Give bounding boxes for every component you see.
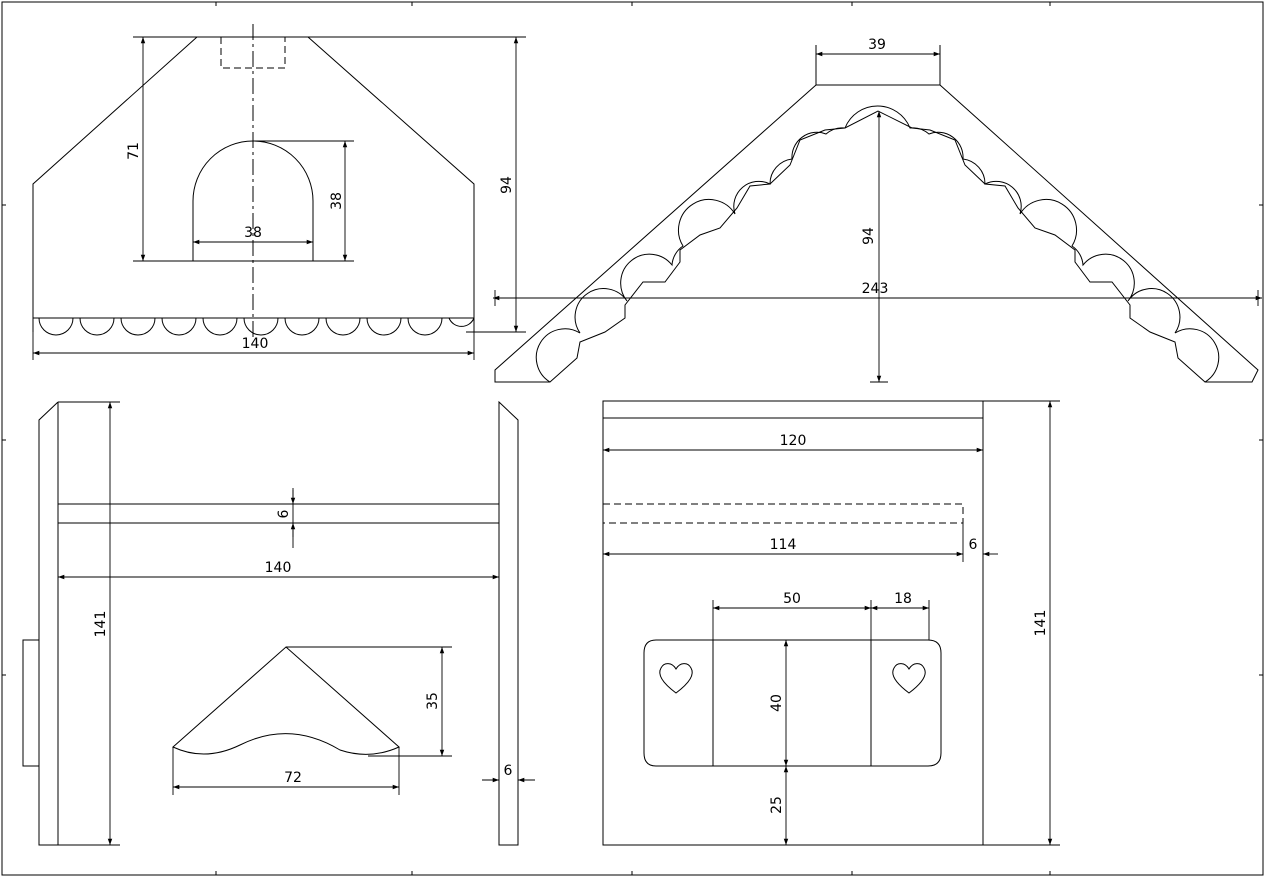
dim-114-label: 114 xyxy=(770,537,797,553)
side-left-cleat xyxy=(22,639,40,767)
roof-outer-outline xyxy=(494,84,1259,383)
name-plaque xyxy=(643,639,942,767)
dim-71-label: 71 xyxy=(126,142,142,160)
bracket-outline xyxy=(172,646,400,755)
dim-140-front-label: 140 xyxy=(242,336,269,352)
hidden-shelf-slot xyxy=(603,503,964,524)
dim-35-label: 35 xyxy=(425,692,441,710)
front-wall-scallop-edge xyxy=(32,317,475,336)
dim-243-label: 243 xyxy=(862,281,889,297)
dim-141-side-label: 141 xyxy=(93,611,109,638)
roof-scallop-inner-edge xyxy=(535,105,1220,383)
dim-40-label: 40 xyxy=(769,694,785,712)
dim-6-wall-label: 6 xyxy=(504,763,513,779)
dim-140-side-label: 140 xyxy=(265,560,292,576)
dim-25-label: 25 xyxy=(769,796,785,814)
dim-94-label: 94 xyxy=(499,176,515,194)
hidden-slot xyxy=(220,37,286,69)
dim-38-width-label: 38 xyxy=(244,225,262,241)
dim-120-label: 120 xyxy=(780,433,807,449)
dim-6-shelf-label: 6 xyxy=(276,509,292,518)
side-shelf xyxy=(58,503,499,524)
dim-94-roof-label: 94 xyxy=(861,227,877,245)
side-section-view: 141 6 140 35 72 6 xyxy=(22,400,535,846)
dim-50-label: 50 xyxy=(783,591,801,607)
side-left-board xyxy=(38,401,59,846)
dim-6-slot-label: 6 xyxy=(969,537,978,553)
dim-38-height-label: 38 xyxy=(329,192,345,210)
front-wall-view: 71 38 38 94 140 xyxy=(32,24,526,360)
dim-39-label: 39 xyxy=(868,37,886,53)
heart-left-icon xyxy=(659,663,693,694)
back-wall-outline xyxy=(602,400,984,846)
dim-72-label: 72 xyxy=(284,770,302,786)
dim-18-label: 18 xyxy=(894,591,912,607)
dim-141-back-label: 141 xyxy=(1033,610,1049,637)
roof-gable-view: 39 94 243 xyxy=(493,37,1262,383)
back-wall-view: 141 120 114 6 50 18 40 25 xyxy=(602,400,1060,846)
heart-right-icon xyxy=(892,663,926,694)
side-right-board xyxy=(498,400,519,846)
